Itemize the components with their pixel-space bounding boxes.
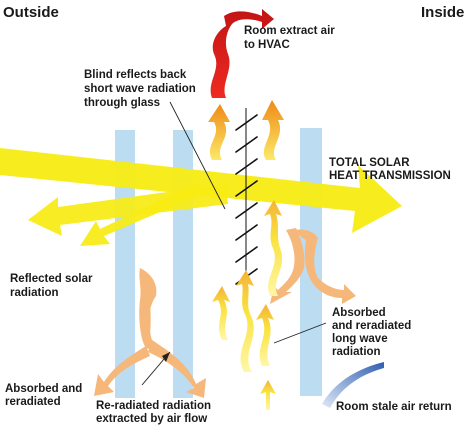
heading-outside: Outside bbox=[3, 4, 59, 21]
outer-glass-pane-left bbox=[115, 130, 135, 398]
label-reradiated-airflow: Re-radiated radiation extracted by air f… bbox=[96, 400, 214, 425]
label-room-stale: Room stale air return bbox=[336, 401, 452, 413]
label-total-solar: TOTAL SOLAR HEAT TRANSMISSION bbox=[329, 157, 451, 182]
absorbed-radiation-outer bbox=[94, 268, 206, 398]
label-reflected-solar: Reflected solar radiation bbox=[10, 273, 96, 299]
reflected-solar-arrow bbox=[80, 183, 202, 246]
label-blind-reflects: Blind reflects back short wave radiation… bbox=[84, 69, 199, 109]
absorbed-radiation-inner bbox=[270, 228, 356, 304]
warm-rising-arrow-left bbox=[208, 104, 230, 160]
label-absorbed-reradiated: Absorbed and reradiated bbox=[5, 383, 86, 408]
warm-rising-arrow-right bbox=[262, 100, 284, 160]
blind-slats bbox=[235, 114, 258, 285]
room-extract-arrow bbox=[210, 9, 274, 98]
heading-inside: Inside bbox=[421, 4, 464, 21]
stale-air-return-arrow bbox=[322, 362, 384, 408]
label-absorbed-longwave: Absorbed and reradiated long wave radiat… bbox=[332, 307, 414, 358]
leader-arrow-head bbox=[162, 352, 170, 362]
label-room-extract: Room extract air to HVAC bbox=[244, 25, 338, 51]
rising-longwave-flows bbox=[212, 200, 283, 410]
